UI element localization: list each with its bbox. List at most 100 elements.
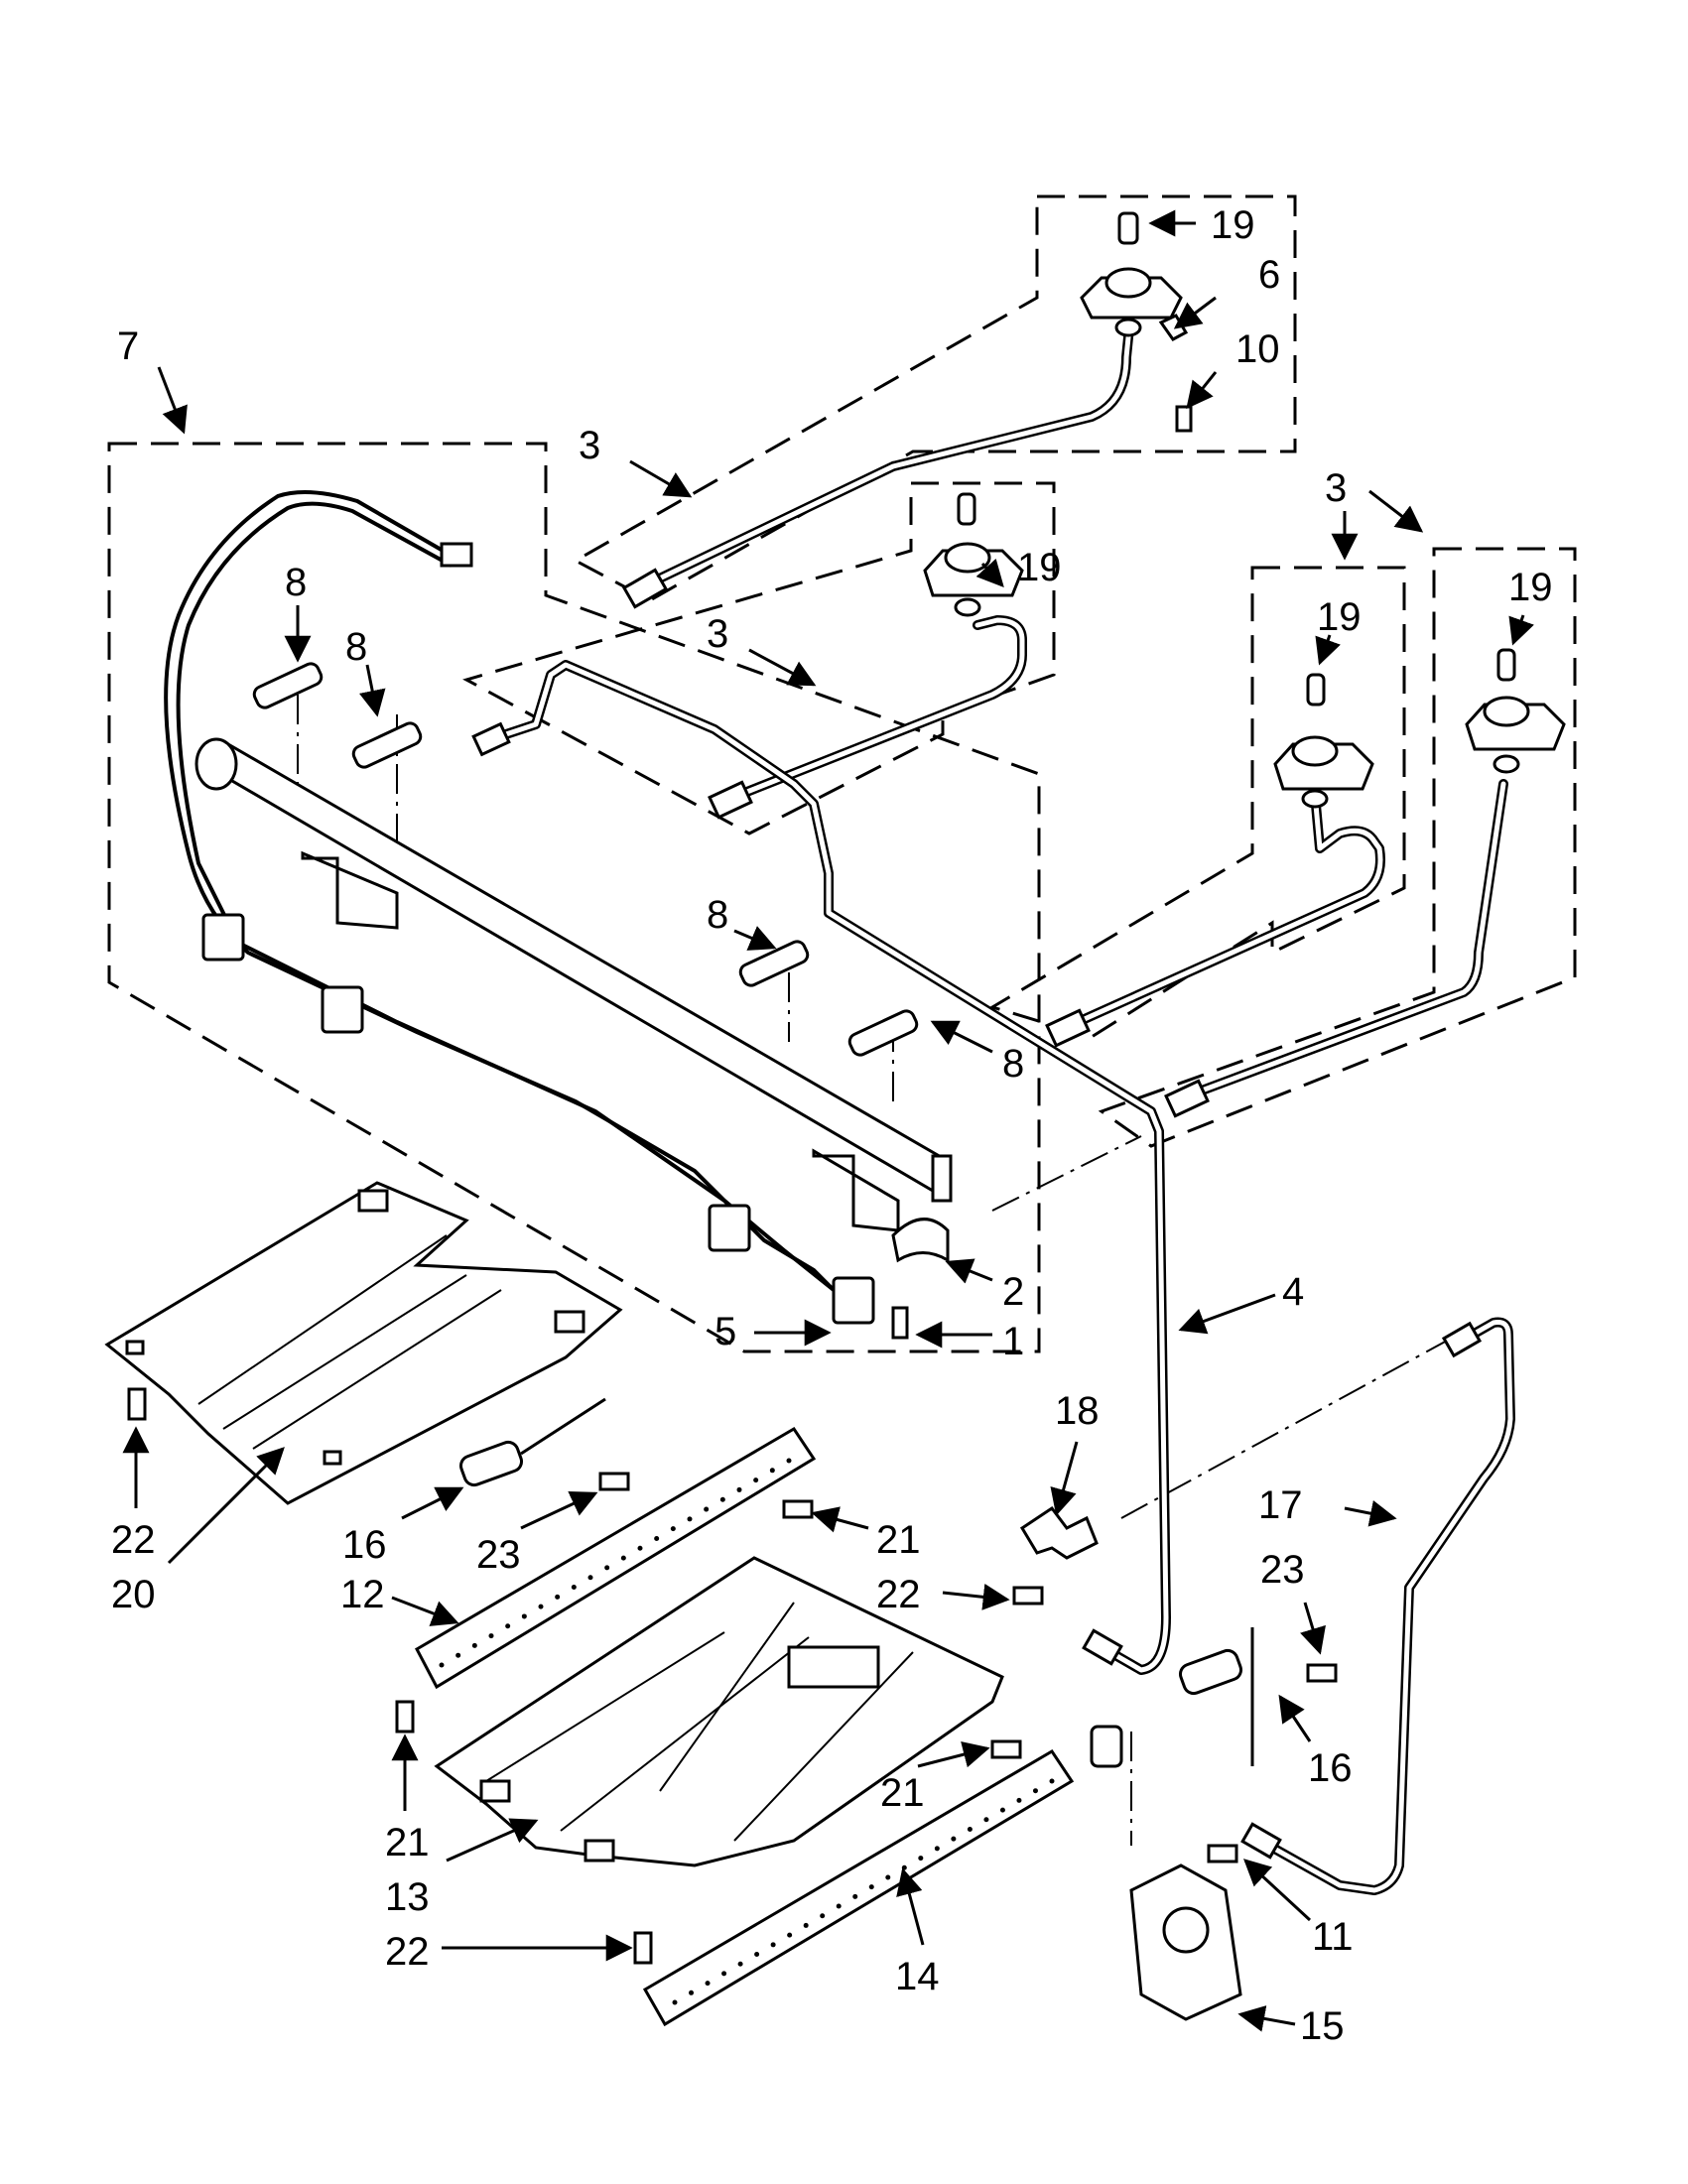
burner-ports [439, 1458, 1055, 2005]
label-18: 18 [1055, 1389, 1100, 1433]
callout-labels: 19 6 10 7 3 3 3 19 19 19 8 8 8 8 2 1 5 4… [111, 203, 1553, 2048]
label-19-right-1: 19 [1317, 595, 1362, 639]
burner-port [455, 1652, 461, 1658]
burner-port [604, 1565, 610, 1571]
burner-port [983, 1817, 989, 1823]
burner-port [687, 1516, 693, 1522]
burner-port [471, 1642, 477, 1648]
burner-port [670, 1526, 676, 1532]
gas-tubes [486, 322, 1515, 1895]
label-8-a: 8 [285, 561, 307, 604]
control-valves-8 [252, 662, 919, 1057]
screws [127, 1387, 1338, 1965]
label-19-middle: 19 [1017, 546, 1062, 589]
regulator-assembly [1019, 1505, 1242, 2021]
burner-port [521, 1613, 527, 1619]
burner-port [852, 1893, 858, 1899]
burner-port [754, 1952, 760, 1958]
label-8-b: 8 [345, 625, 367, 669]
burner-port [439, 1662, 445, 1668]
burner-port [1016, 1797, 1022, 1803]
label-8-d: 8 [1002, 1042, 1024, 1086]
label-21-lower: 21 [880, 1771, 925, 1815]
label-4: 4 [1282, 1270, 1304, 1314]
burner-port [753, 1477, 759, 1483]
manifold-assembly [164, 490, 953, 1340]
group-outlines [107, 194, 1577, 1353]
label-15: 15 [1300, 2004, 1345, 2048]
burner-port [587, 1575, 593, 1581]
right-valve-group-2-outline [1098, 547, 1577, 1148]
label-2: 2 [1002, 1270, 1024, 1314]
callout-arrows [122, 209, 1534, 2032]
label-11: 11 [1312, 1915, 1354, 1959]
burner-port [488, 1633, 494, 1639]
label-13: 13 [385, 1875, 430, 1919]
burner-port [505, 1623, 511, 1629]
burner-port [571, 1585, 577, 1591]
screw-21a [782, 1499, 814, 1519]
burner-port [967, 1826, 973, 1832]
screw-11 [1207, 1844, 1238, 1863]
burner-port [689, 1990, 695, 1995]
label-10: 10 [1235, 327, 1280, 371]
label-8-c: 8 [707, 893, 728, 937]
label-6: 6 [1258, 253, 1280, 297]
middle-valve-group-outline [462, 481, 1056, 835]
burner-tube-12 [415, 1426, 817, 1690]
burner-port [836, 1903, 842, 1909]
orifice-hood [1090, 1725, 1123, 1768]
manifold-end-cap [931, 1154, 953, 1203]
fitting-18 [1019, 1505, 1099, 1560]
burner-port [736, 1486, 742, 1492]
screw-23a [598, 1472, 630, 1491]
burner-port [1032, 1788, 1038, 1794]
burner-port [786, 1458, 792, 1464]
label-23-left: 23 [476, 1533, 521, 1577]
burner-tube-14 [642, 1748, 1075, 2027]
label-19-top: 19 [1211, 203, 1255, 247]
burner-port [637, 1545, 643, 1551]
screw-22c [633, 1931, 653, 1965]
label-21-left: 21 [385, 1821, 430, 1864]
label-5: 5 [714, 1310, 736, 1353]
burner-port [769, 1468, 775, 1474]
label-14: 14 [895, 1955, 940, 1998]
upper-tube-group-outline [572, 194, 1297, 602]
burner-port [918, 1856, 924, 1862]
burner-port [868, 1884, 874, 1890]
burner-port [721, 1971, 727, 1977]
burner-port [885, 1874, 891, 1880]
burner-port [672, 1999, 678, 2005]
switches [201, 913, 875, 1325]
tube-fittings [471, 568, 1483, 1860]
igniters-16 [458, 1397, 1254, 1766]
burner-port [555, 1594, 561, 1600]
label-21-upper: 21 [876, 1518, 921, 1562]
label-12: 12 [340, 1573, 385, 1616]
label-19-right-2: 19 [1508, 566, 1553, 609]
valve-right-1 [1273, 673, 1374, 809]
burner-port [705, 1981, 711, 1987]
label-3-upper: 3 [579, 424, 600, 467]
label-16-right: 16 [1308, 1746, 1353, 1790]
label-3-middle: 3 [707, 612, 728, 656]
label-7: 7 [117, 324, 139, 368]
burner-port [770, 1942, 776, 1948]
burner-valves [923, 211, 1566, 809]
screw-22b [1012, 1586, 1044, 1606]
label-22-bottom: 22 [385, 1930, 430, 1974]
label-20: 20 [111, 1573, 156, 1616]
burner-port [787, 1932, 793, 1938]
burner-port [1049, 1778, 1055, 1784]
label-22-middle: 22 [876, 1573, 921, 1616]
burner-port [538, 1604, 544, 1609]
label-16-left: 16 [342, 1523, 387, 1567]
right-valve-group-1-outline [988, 566, 1406, 1039]
burner-port [820, 1913, 826, 1919]
screw-22a [127, 1387, 147, 1421]
burner-port [719, 1496, 725, 1502]
screw-21b [395, 1700, 415, 1734]
screw-21c [990, 1739, 1022, 1759]
